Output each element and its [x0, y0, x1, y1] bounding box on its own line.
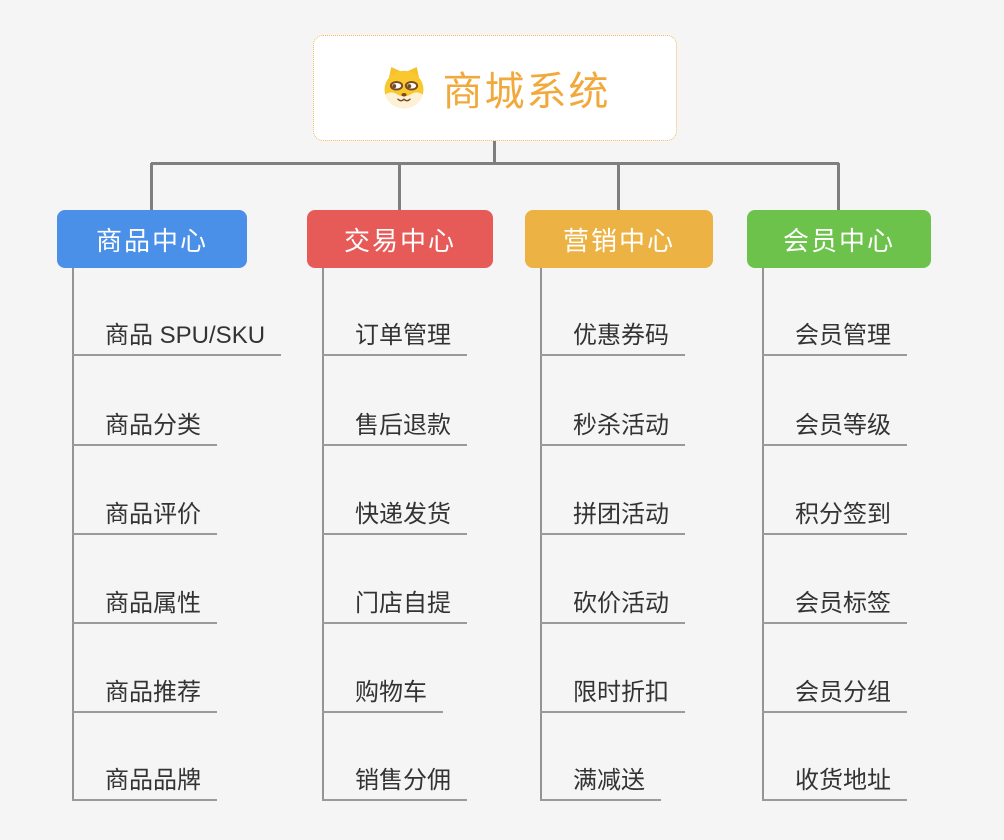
branch-label: 交易中心: [343, 225, 456, 256]
branch-node-member[interactable]: 会员中心: [747, 210, 931, 268]
topic-item[interactable]: 销售分佣: [322, 763, 467, 801]
drop-line-member: [837, 163, 840, 210]
topic-item[interactable]: 售后退款: [322, 408, 467, 446]
shiba-dog-icon: [384, 67, 423, 109]
topic-item[interactable]: 满减送: [540, 763, 661, 801]
branch-label: 商品中心: [95, 225, 208, 256]
branch-node-product[interactable]: 商品中心: [57, 210, 247, 268]
branch-rail-line: [151, 162, 839, 165]
branch-label: 会员中心: [782, 225, 895, 256]
topic-item[interactable]: 秒杀活动: [540, 408, 685, 446]
topic-item[interactable]: 拼团活动: [540, 497, 685, 535]
topic-item[interactable]: 商品品牌: [72, 763, 217, 801]
topic-item[interactable]: 优惠券码: [540, 318, 685, 356]
topic-item[interactable]: 会员等级: [762, 408, 907, 446]
branch-member-center: 会员中心 会员管理 会员等级 积分签到 会员标签 会员分组 收货地址: [747, 210, 931, 801]
topic-item[interactable]: 会员标签: [762, 586, 907, 624]
topic-item[interactable]: 商品推荐: [72, 675, 217, 713]
topic-item[interactable]: 快递发货: [322, 497, 467, 535]
root-node[interactable]: 商城系统: [313, 35, 677, 141]
topic-item[interactable]: 限时折扣: [540, 675, 685, 713]
topic-item[interactable]: 砍价活动: [540, 586, 685, 624]
topic-item[interactable]: 会员管理: [762, 318, 907, 356]
drop-line-trade: [398, 163, 401, 210]
branch-marketing-center: 营销中心 优惠券码 秒杀活动 拼团活动 砍价活动 限时折扣 满减送: [525, 210, 713, 801]
topic-item[interactable]: 商品评价: [72, 497, 217, 535]
branch-trade-center: 交易中心 订单管理 售后退款 快递发货 门店自提 购物车 销售分佣: [307, 210, 493, 801]
topic-item[interactable]: 商品 SPU/SKU: [72, 318, 282, 356]
topic-item[interactable]: 商品分类: [72, 408, 217, 446]
drop-line-marketing: [617, 163, 620, 210]
drop-line-product: [150, 163, 153, 210]
topic-item[interactable]: 购物车: [322, 675, 443, 713]
topic-item[interactable]: 积分签到: [762, 497, 907, 535]
branch-label: 营销中心: [562, 225, 675, 256]
topic-item[interactable]: 会员分组: [762, 675, 907, 713]
topic-item[interactable]: 订单管理: [322, 318, 467, 356]
branch-product-center: 商品中心 商品 SPU/SKU 商品分类 商品评价 商品属性 商品推荐 商品品牌: [57, 210, 282, 801]
topic-item[interactable]: 商品属性: [72, 586, 217, 624]
branch-node-trade[interactable]: 交易中心: [307, 210, 493, 268]
branch-node-marketing[interactable]: 营销中心: [525, 210, 713, 268]
root-stem-line: [493, 141, 496, 163]
topic-item[interactable]: 门店自提: [322, 586, 467, 624]
root-title: 商城系统: [442, 70, 611, 114]
topic-item[interactable]: 收货地址: [762, 763, 907, 801]
